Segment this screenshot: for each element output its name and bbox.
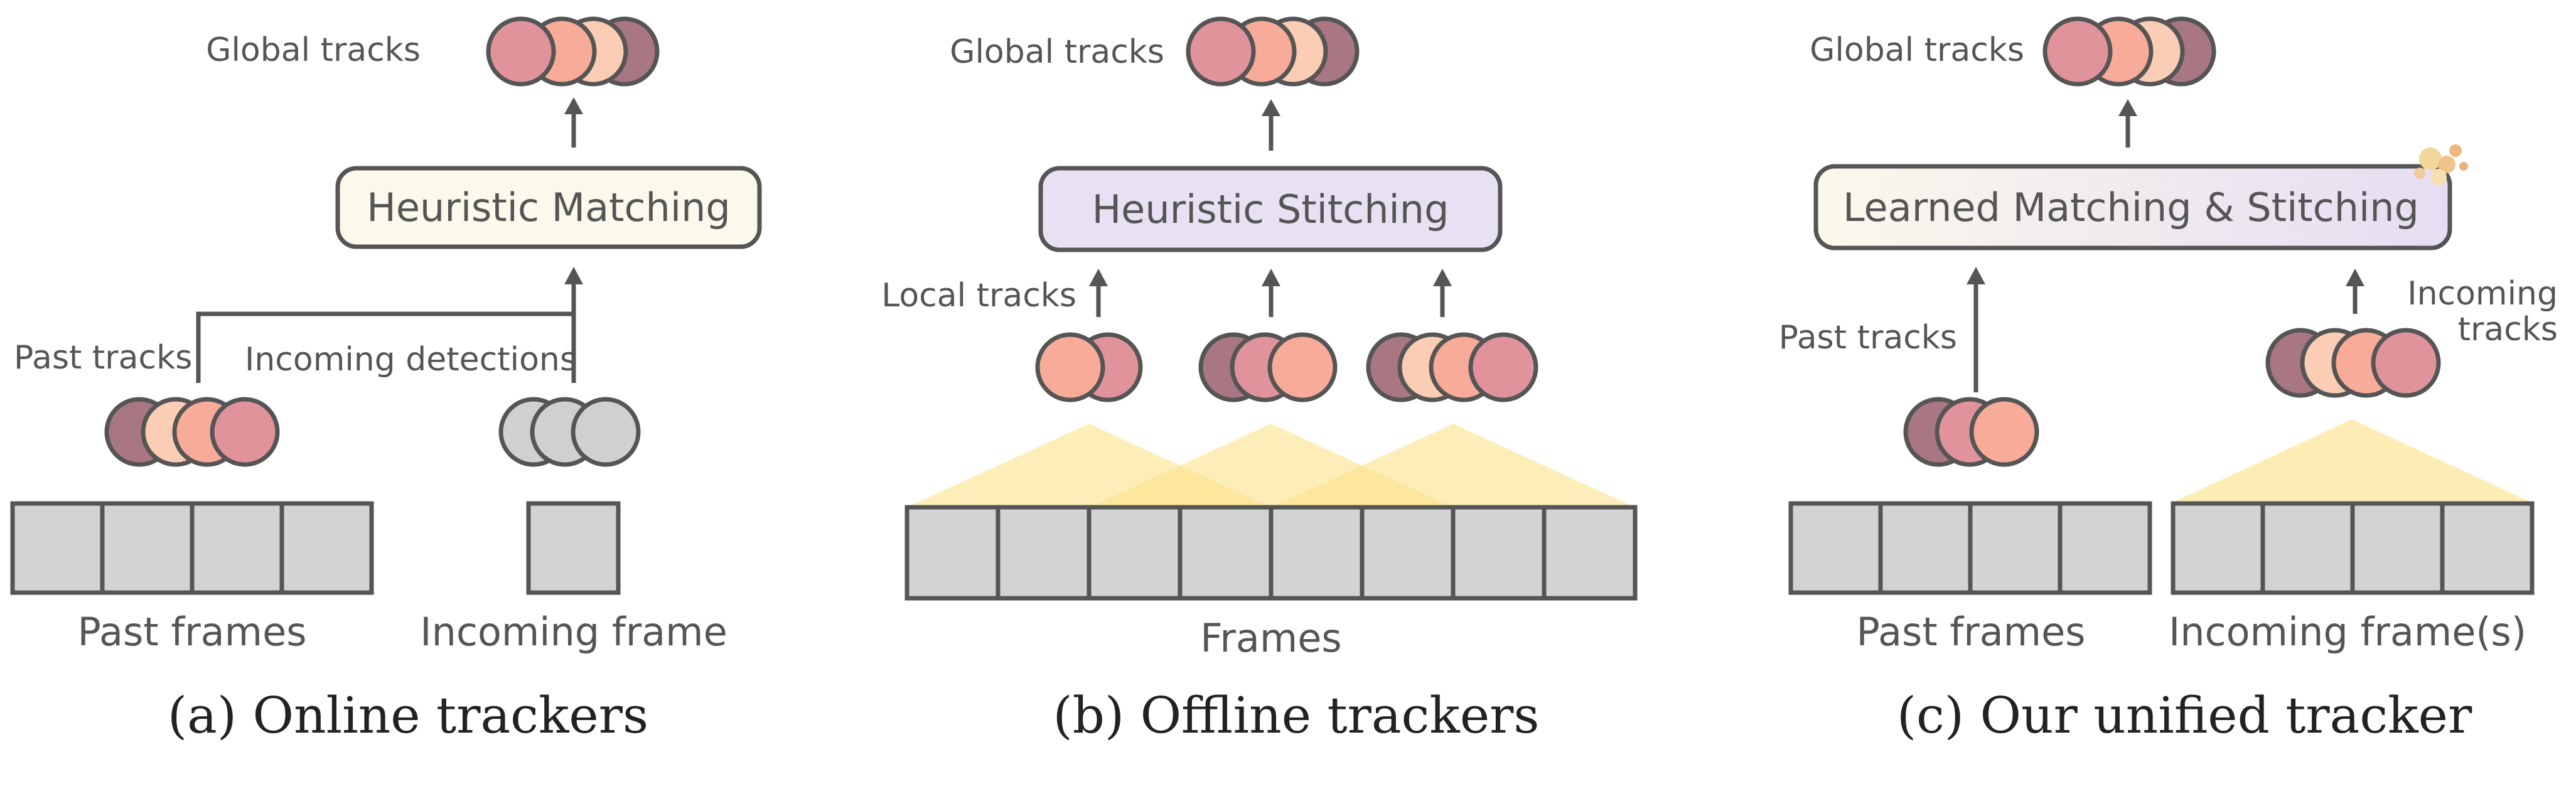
incoming-tracks-label-line2: tracks xyxy=(2458,311,2558,348)
panel-a-online-trackers: Global tracks Heuristic Matching Past tr… xyxy=(10,16,762,745)
past-tracks-label-c: Past tracks xyxy=(1779,319,1957,357)
global-tracks-label-b: Global tracks xyxy=(950,33,1164,71)
heuristic-stitching-box xyxy=(1038,166,1503,252)
frames-strip-b xyxy=(904,505,1638,601)
caption-b: (b) Offline trackers xyxy=(1053,686,1540,745)
panel-c-unified-tracker: Global tracks Learned Matching & Stitchi… xyxy=(1779,16,2558,745)
incoming-frame-a xyxy=(526,501,621,595)
past-frames-label-c: Past frames xyxy=(1856,609,2085,655)
arrow-past-tracks-c xyxy=(1967,267,1985,392)
incoming-tracks-circles-c xyxy=(2265,328,2441,398)
learned-matching-stitching-box xyxy=(1813,164,2452,250)
local-track-arrows xyxy=(1089,269,1452,317)
global-tracks-circles-b xyxy=(1186,16,1360,87)
arrow-incoming-tracks-c xyxy=(2346,269,2364,314)
global-tracks-circles-c xyxy=(2042,16,2216,87)
incoming-tracks-label-line1: Incoming xyxy=(2407,275,2558,313)
incoming-detections-label: Incoming detections xyxy=(245,341,577,379)
arrow-to-global-tracks-b xyxy=(1262,99,1280,151)
incoming-detections-circles xyxy=(498,397,641,467)
past-tracks-label-a: Past tracks xyxy=(14,339,192,377)
heuristic-matching-label: Heuristic Matching xyxy=(367,185,730,230)
local-tracks-group-2 xyxy=(1198,332,1338,402)
caption-a: (a) Online trackers xyxy=(168,686,648,745)
incoming-frames-strip-c xyxy=(2171,501,2535,595)
caption-c: (c) Our unified tracker xyxy=(1897,686,2472,745)
local-tracks-label: Local tracks xyxy=(881,277,1076,315)
arrow-to-global-tracks-a xyxy=(564,97,583,148)
past-frames-strip-a xyxy=(10,501,374,595)
temporal-windows xyxy=(907,424,1635,507)
learned-matching-stitching-label: Learned Matching & Stitching xyxy=(1843,185,2419,230)
merge-connector-a xyxy=(196,276,576,383)
local-tracks-group-1 xyxy=(1035,332,1143,402)
past-tracks-circles-a xyxy=(104,397,280,467)
arrow-to-global-tracks-c xyxy=(2118,99,2137,148)
past-frames-label-a: Past frames xyxy=(77,609,306,655)
sparkle-icon xyxy=(2414,144,2468,185)
incoming-window-c xyxy=(2173,419,2531,502)
global-tracks-label-c: Global tracks xyxy=(1810,31,2024,69)
arrow-to-matching-box xyxy=(564,267,583,284)
panel-b-offline-trackers: Global tracks Heuristic Stitching Local … xyxy=(881,16,1638,745)
past-tracks-circles-c xyxy=(1903,397,2039,467)
local-tracks-group-3 xyxy=(1366,332,1538,402)
heuristic-matching-box xyxy=(335,166,762,249)
global-tracks-circles-a xyxy=(486,16,660,87)
past-frames-strip-c xyxy=(1788,501,2152,595)
incoming-frame-label-a: Incoming frame xyxy=(420,609,727,655)
incoming-frames-label-c: Incoming frame(s) xyxy=(2169,609,2526,655)
global-tracks-label-a: Global tracks xyxy=(206,31,421,69)
frames-label-b: Frames xyxy=(1200,615,1341,661)
heuristic-stitching-label: Heuristic Stitching xyxy=(1092,186,1449,232)
